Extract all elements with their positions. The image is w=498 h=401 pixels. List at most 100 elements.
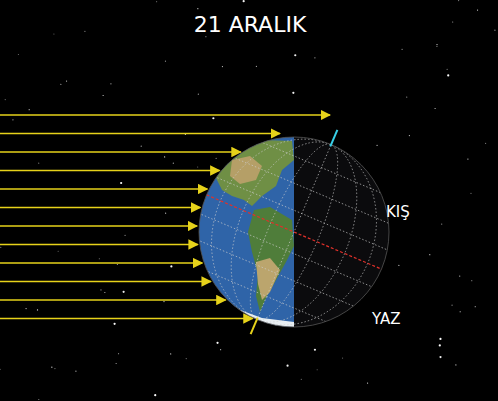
star bbox=[467, 158, 468, 159]
star bbox=[398, 265, 399, 266]
star bbox=[37, 309, 38, 310]
star bbox=[216, 342, 218, 344]
star bbox=[435, 108, 436, 109]
star bbox=[173, 163, 174, 164]
star bbox=[314, 349, 316, 351]
star bbox=[123, 291, 125, 293]
star bbox=[154, 394, 156, 396]
star bbox=[99, 258, 100, 259]
star bbox=[376, 145, 377, 146]
star bbox=[120, 182, 122, 184]
star bbox=[406, 96, 407, 97]
star bbox=[60, 84, 61, 85]
star bbox=[53, 33, 54, 34]
star bbox=[294, 54, 296, 56]
star bbox=[165, 213, 166, 214]
star bbox=[110, 83, 111, 84]
night-side bbox=[294, 137, 389, 327]
star bbox=[436, 44, 437, 45]
star bbox=[452, 21, 453, 22]
star bbox=[163, 301, 164, 302]
star bbox=[314, 57, 315, 58]
star bbox=[117, 264, 118, 265]
star bbox=[170, 265, 172, 267]
equator bbox=[202, 193, 386, 271]
star bbox=[460, 311, 461, 312]
sun-ray bbox=[0, 262, 202, 264]
star bbox=[441, 223, 442, 224]
globe-grid bbox=[183, 113, 405, 350]
star bbox=[5, 99, 6, 100]
sun-ray bbox=[0, 207, 200, 209]
star bbox=[475, 306, 476, 307]
star bbox=[38, 399, 39, 400]
star bbox=[198, 94, 199, 95]
star bbox=[104, 292, 105, 293]
star bbox=[436, 46, 437, 47]
star bbox=[292, 92, 294, 94]
star bbox=[494, 30, 495, 31]
star bbox=[451, 305, 452, 306]
star bbox=[286, 365, 288, 367]
star bbox=[222, 66, 223, 67]
star bbox=[471, 280, 472, 281]
star bbox=[470, 193, 471, 194]
sun-ray bbox=[0, 133, 280, 135]
star bbox=[84, 31, 85, 32]
star bbox=[114, 323, 116, 325]
sun-ray bbox=[0, 244, 198, 246]
star bbox=[165, 61, 166, 62]
star bbox=[317, 369, 318, 370]
star bbox=[342, 358, 343, 359]
star bbox=[54, 368, 55, 369]
sun-ray bbox=[0, 281, 211, 283]
star bbox=[51, 367, 52, 368]
star bbox=[447, 74, 449, 76]
star bbox=[301, 379, 302, 380]
star bbox=[243, 0, 245, 2]
season-label: YAZ bbox=[372, 310, 401, 328]
sun-ray bbox=[0, 170, 220, 172]
star bbox=[170, 353, 171, 354]
star bbox=[429, 254, 430, 255]
sun-ray bbox=[0, 225, 197, 227]
star bbox=[124, 235, 125, 236]
star bbox=[38, 163, 39, 164]
star bbox=[216, 158, 217, 159]
south-axis bbox=[251, 318, 258, 335]
star bbox=[75, 371, 76, 372]
continent bbox=[220, 300, 294, 330]
title: 21 ARALIK bbox=[194, 12, 307, 37]
season-label: KIŞ bbox=[386, 203, 410, 221]
star bbox=[197, 8, 198, 9]
ocean bbox=[199, 137, 294, 327]
star bbox=[0, 369, 1, 370]
sun-ray bbox=[0, 299, 226, 301]
earth-globe bbox=[183, 113, 405, 350]
star bbox=[118, 353, 119, 354]
star bbox=[156, 1, 157, 2]
star bbox=[12, 119, 13, 120]
star bbox=[401, 49, 402, 50]
star bbox=[58, 251, 59, 252]
sun-ray bbox=[0, 318, 253, 320]
star bbox=[18, 54, 19, 55]
sun-ray bbox=[0, 114, 330, 116]
star bbox=[485, 143, 486, 144]
star bbox=[220, 349, 221, 350]
star bbox=[367, 382, 368, 383]
star bbox=[25, 308, 26, 309]
star bbox=[409, 135, 410, 136]
continent bbox=[212, 140, 294, 206]
star bbox=[197, 166, 198, 167]
star bbox=[439, 344, 441, 346]
star bbox=[256, 66, 257, 67]
sun-rays bbox=[0, 115, 330, 319]
star bbox=[103, 95, 104, 96]
star bbox=[439, 338, 441, 340]
star bbox=[477, 10, 478, 11]
star bbox=[439, 356, 441, 358]
